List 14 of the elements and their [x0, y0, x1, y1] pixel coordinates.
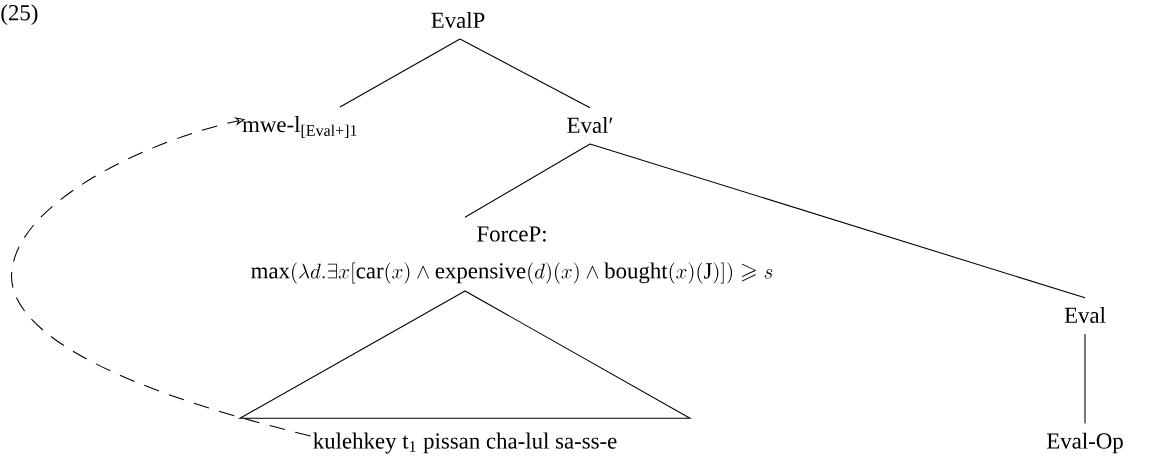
branch-line: [459, 38, 591, 109]
word-label: Eval-Op: [1047, 432, 1123, 454]
example-number: (25): [1, 4, 38, 26]
movement-arrow: [11, 117, 312, 437]
node-with-formula: ForceP: $\textsc{max}(\lambda d.\exists x[\mathrm{car}(x) \wedge \mathrm{expensive}(d)(x) \wedge \mathrm{bought}(x)(\mathrm{J})]) \geqslant s$: [251, 226, 773, 284]
branch-line: [589, 143, 1086, 299]
branch-line: [339, 38, 461, 108]
branch-line: [1084, 333, 1086, 425]
branch-line: [464, 143, 591, 218]
category-label: EvalP: [431, 11, 485, 29]
word-label: kulehkey t$_{1}$ pissan cha-lul sa-ss-e: [313, 432, 617, 454]
category-label: Eval: [1064, 306, 1106, 324]
word-label: mwe-l$_{[Eval+]1}$: [242, 116, 357, 138]
category-label: Eval′: [567, 116, 613, 134]
